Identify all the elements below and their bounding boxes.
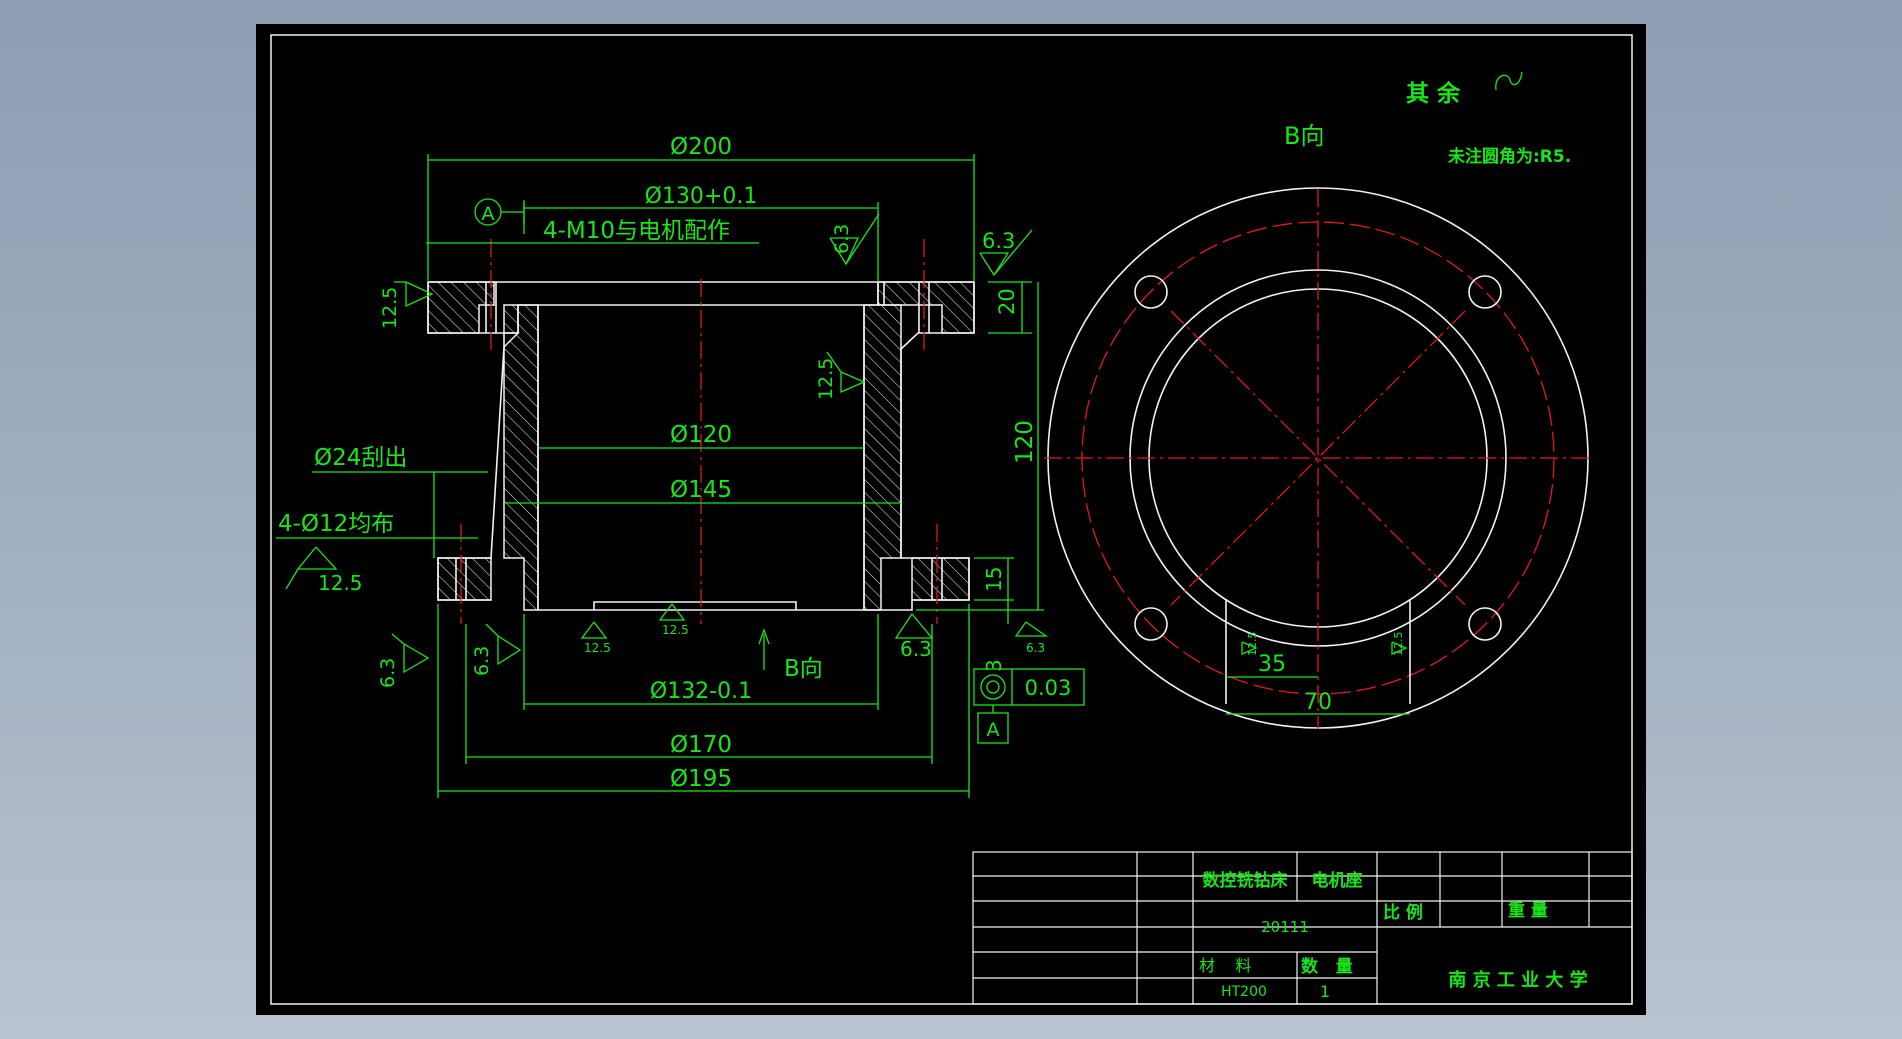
- title-block: 数控铣钻床 电机座 20111 比 例 重 量 材 料 数 量 HT200 1 …: [972, 851, 1633, 1005]
- dim-d170: Ø170: [670, 732, 732, 758]
- drawing-border: [270, 34, 1633, 1005]
- part-outline: [428, 281, 975, 611]
- scale-label: 比 例: [1383, 902, 1423, 923]
- roughness-symbol-icon: [1495, 71, 1523, 91]
- svg-text:12.5: 12.5: [1246, 632, 1259, 657]
- dim-d130: Ø130+0.1: [645, 184, 758, 209]
- view-b-arrow-label: B向: [784, 656, 823, 682]
- fillet-note: 未注圆角为:R5.: [1447, 146, 1571, 167]
- dim-holes-note: 4-Ø12均布: [278, 511, 394, 537]
- dim-35: 35: [1258, 652, 1286, 677]
- dim-d195: Ø195: [670, 766, 732, 792]
- dim-d145: Ø145: [670, 477, 732, 503]
- dim-h15: 15: [982, 567, 1006, 592]
- dim-h20: 20: [995, 288, 1019, 315]
- tolerance-value: 0.03: [1025, 676, 1072, 700]
- view-b-label: B向: [1284, 122, 1324, 150]
- svg-text:12.5: 12.5: [318, 571, 363, 595]
- dim-d120: Ø120: [670, 422, 732, 448]
- tolerance-datum: A: [987, 719, 1000, 741]
- thread-note: 4-M10与电机配作: [543, 218, 730, 244]
- quantity-label: 数 量: [1301, 956, 1353, 977]
- dim-d132: Ø132-0.1: [650, 679, 752, 704]
- b-view: 35 70 12.5 12.5: [1044, 187, 1591, 729]
- svg-text:12.5: 12.5: [584, 641, 611, 655]
- school-name: 南 京 工 业 大 学: [1448, 969, 1587, 991]
- drawing-sheet: Ø200 Ø130+0.1 A 4-M10与电机配作 6.3 6.3 12.5 …: [256, 24, 1646, 1015]
- svg-text:12.5: 12.5: [662, 623, 689, 637]
- left-base: [437, 557, 492, 601]
- material-value: HT200: [1221, 984, 1267, 1000]
- left-flange-top: [427, 281, 495, 334]
- dim-70: 70: [1304, 690, 1332, 715]
- datum-a-label: A: [482, 203, 495, 225]
- svg-text:6.3: 6.3: [1026, 641, 1045, 655]
- section-view: [427, 239, 975, 624]
- dim-d24-note: Ø24刮出: [314, 445, 407, 471]
- material-label: 材 料: [1199, 956, 1251, 975]
- svg-text:12.5: 12.5: [379, 287, 401, 329]
- part-name: 电机座: [1312, 870, 1363, 891]
- drawing-number: 20111: [1261, 918, 1309, 936]
- svg-text:12.5: 12.5: [1392, 632, 1405, 657]
- quantity-value: 1: [1320, 982, 1330, 1001]
- dim-d200: Ø200: [670, 134, 732, 160]
- right-wall: [863, 304, 902, 611]
- dim-h120: 120: [1012, 420, 1038, 464]
- svg-text:6.3: 6.3: [982, 229, 1015, 253]
- svg-text:6.3: 6.3: [831, 224, 853, 254]
- dim-h3: 3: [982, 659, 1006, 672]
- machine-name: 数控铣钻床: [1203, 870, 1289, 891]
- svg-text:12.5: 12.5: [815, 358, 837, 400]
- dimensions: Ø200 Ø130+0.1 A 4-M10与电机配作 6.3 6.3 12.5 …: [276, 134, 1085, 798]
- svg-text:6.3: 6.3: [900, 637, 932, 661]
- part-outline-left-low: [437, 333, 505, 601]
- svg-text:6.3: 6.3: [471, 646, 493, 676]
- svg-text:6.3: 6.3: [377, 658, 399, 688]
- rest-roughness-label: 其 余: [1406, 80, 1461, 107]
- weight-label: 重 量: [1508, 900, 1548, 921]
- right-base: [911, 557, 970, 601]
- left-wall: [503, 304, 539, 611]
- cad-drawing: Ø200 Ø130+0.1 A 4-M10与电机配作 6.3 6.3 12.5 …: [270, 34, 1633, 1005]
